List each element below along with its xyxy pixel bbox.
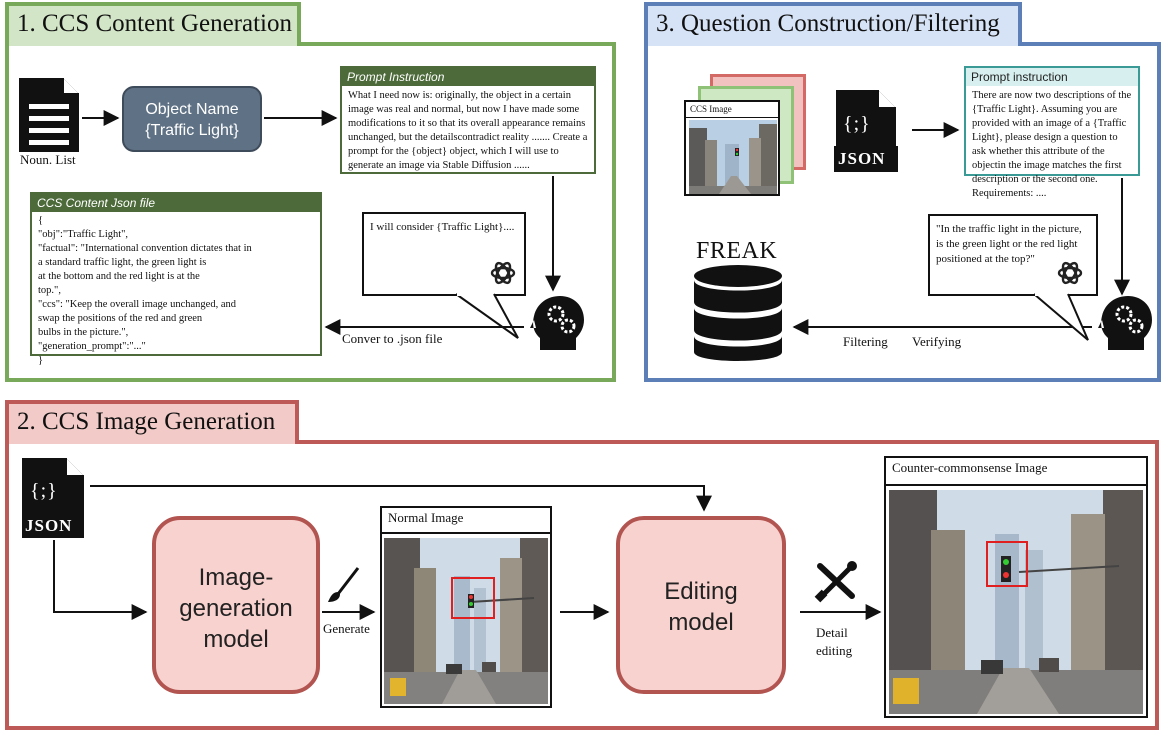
json-icon-glyph: {;} bbox=[843, 113, 871, 135]
ccs-image-caption: Counter-commonsense Image bbox=[886, 458, 1146, 486]
normal-image-caption: Normal Image bbox=[382, 508, 550, 534]
json-icon-text: JSON bbox=[838, 149, 886, 168]
editing-model-box: Editing model bbox=[616, 516, 786, 694]
object-name-line2: {Traffic Light} bbox=[145, 122, 239, 139]
prompt-instruction-text: What I need now is: originally, the obje… bbox=[348, 90, 588, 171]
filtering-label: Filtering bbox=[843, 334, 888, 349]
json-line: { bbox=[38, 215, 44, 226]
image-generation-panel bbox=[5, 440, 1159, 730]
edit-model-line1: Editing bbox=[664, 578, 738, 605]
openai-logo-icon bbox=[1057, 261, 1083, 285]
openai-logo-icon bbox=[490, 261, 516, 285]
noun-list-label: Noun. List bbox=[20, 152, 76, 167]
image-card-front: CCS Image bbox=[684, 100, 780, 196]
question-prompt-box: Prompt instruction There are now two des… bbox=[964, 66, 1140, 199]
detail-label-line1: Detail bbox=[816, 625, 848, 640]
json-line: } bbox=[38, 355, 44, 366]
city-street-photo bbox=[689, 120, 777, 194]
city-street-photo bbox=[889, 490, 1143, 714]
paintbrush-icon bbox=[328, 567, 360, 602]
json-file-icon bbox=[834, 90, 898, 172]
json-line: "obj":"Traffic Light", bbox=[38, 229, 129, 240]
json-line: "generation_prompt":"..." bbox=[38, 341, 146, 352]
generate-label: Generate bbox=[323, 621, 370, 636]
prompt-instruction-header: Prompt Instruction bbox=[342, 68, 594, 86]
question-prompt-text: There are now two descriptions of the {T… bbox=[972, 90, 1132, 199]
section-title-question-construction: 3. Question Construction/Filtering bbox=[644, 2, 1022, 46]
object-name-box: Object Name {Traffic Light} bbox=[122, 86, 262, 152]
thinking-head-icon bbox=[530, 296, 584, 350]
content-generation-panel bbox=[5, 42, 616, 382]
question-bubble-text: "In the traffic light in the picture, is… bbox=[936, 223, 1082, 265]
ccs-image-caption: CCS Image bbox=[686, 102, 778, 118]
question-prompt-header: Prompt instruction bbox=[966, 68, 1138, 86]
image-generation-model-box: Image- generation model bbox=[152, 516, 320, 694]
ccs-image-stack: CCS Image bbox=[684, 74, 814, 204]
database-icon bbox=[694, 265, 782, 361]
gen-model-line3: model bbox=[203, 626, 269, 653]
detail-label-line2: editing bbox=[816, 643, 853, 658]
tools-icon bbox=[814, 561, 857, 603]
json-line: top.", bbox=[38, 285, 61, 296]
section-title-content-generation: 1. CCS Content Generation bbox=[5, 2, 301, 46]
json-icon-text: JSON bbox=[25, 516, 73, 535]
ccs-image-frame: Counter-commonsense Image bbox=[884, 456, 1148, 718]
gen-model-line2: generation bbox=[179, 595, 293, 622]
thinking-head-icon bbox=[1098, 296, 1152, 350]
convert-label: Conver to .json file bbox=[342, 331, 443, 346]
json-line: at the bottom and the red light is at th… bbox=[38, 271, 200, 282]
json-line: "factual": "International convention dic… bbox=[38, 243, 252, 254]
city-street-photo bbox=[384, 538, 548, 704]
json-line: bulbs in the picture.", bbox=[38, 327, 129, 338]
normal-image-frame: Normal Image bbox=[380, 506, 552, 708]
json-file-header: CCS Content Json file bbox=[32, 194, 320, 212]
json-file-content: { "obj":"Traffic Light", "factual": "Int… bbox=[32, 212, 320, 370]
section-title-image-generation: 2. CCS Image Generation bbox=[5, 400, 299, 444]
json-line: "ccs": "Keep the overall image unchanged… bbox=[38, 299, 236, 310]
json-line: swap the positions of the red and green bbox=[38, 313, 203, 324]
json-file-icon bbox=[22, 458, 84, 538]
gen-model-line1: Image- bbox=[198, 564, 274, 591]
freak-database-label: FREAK bbox=[696, 238, 778, 264]
bubble-text: I will consider {Traffic Light}.... bbox=[370, 221, 515, 233]
json-line: a standard traffic light, the green ligh… bbox=[38, 257, 207, 268]
document-icon bbox=[19, 78, 79, 152]
bubble-tail bbox=[1033, 292, 1089, 341]
edit-model-line2: model bbox=[668, 609, 734, 636]
json-file-box: CCS Content Json file { "obj":"Traffic L… bbox=[30, 192, 322, 366]
prompt-instruction-box: Prompt Instruction What I need now is: o… bbox=[340, 66, 596, 174]
json-icon-glyph: {;} bbox=[30, 480, 58, 502]
verifying-label: Verifying bbox=[912, 334, 962, 349]
object-name-line1: Object Name bbox=[145, 101, 239, 118]
